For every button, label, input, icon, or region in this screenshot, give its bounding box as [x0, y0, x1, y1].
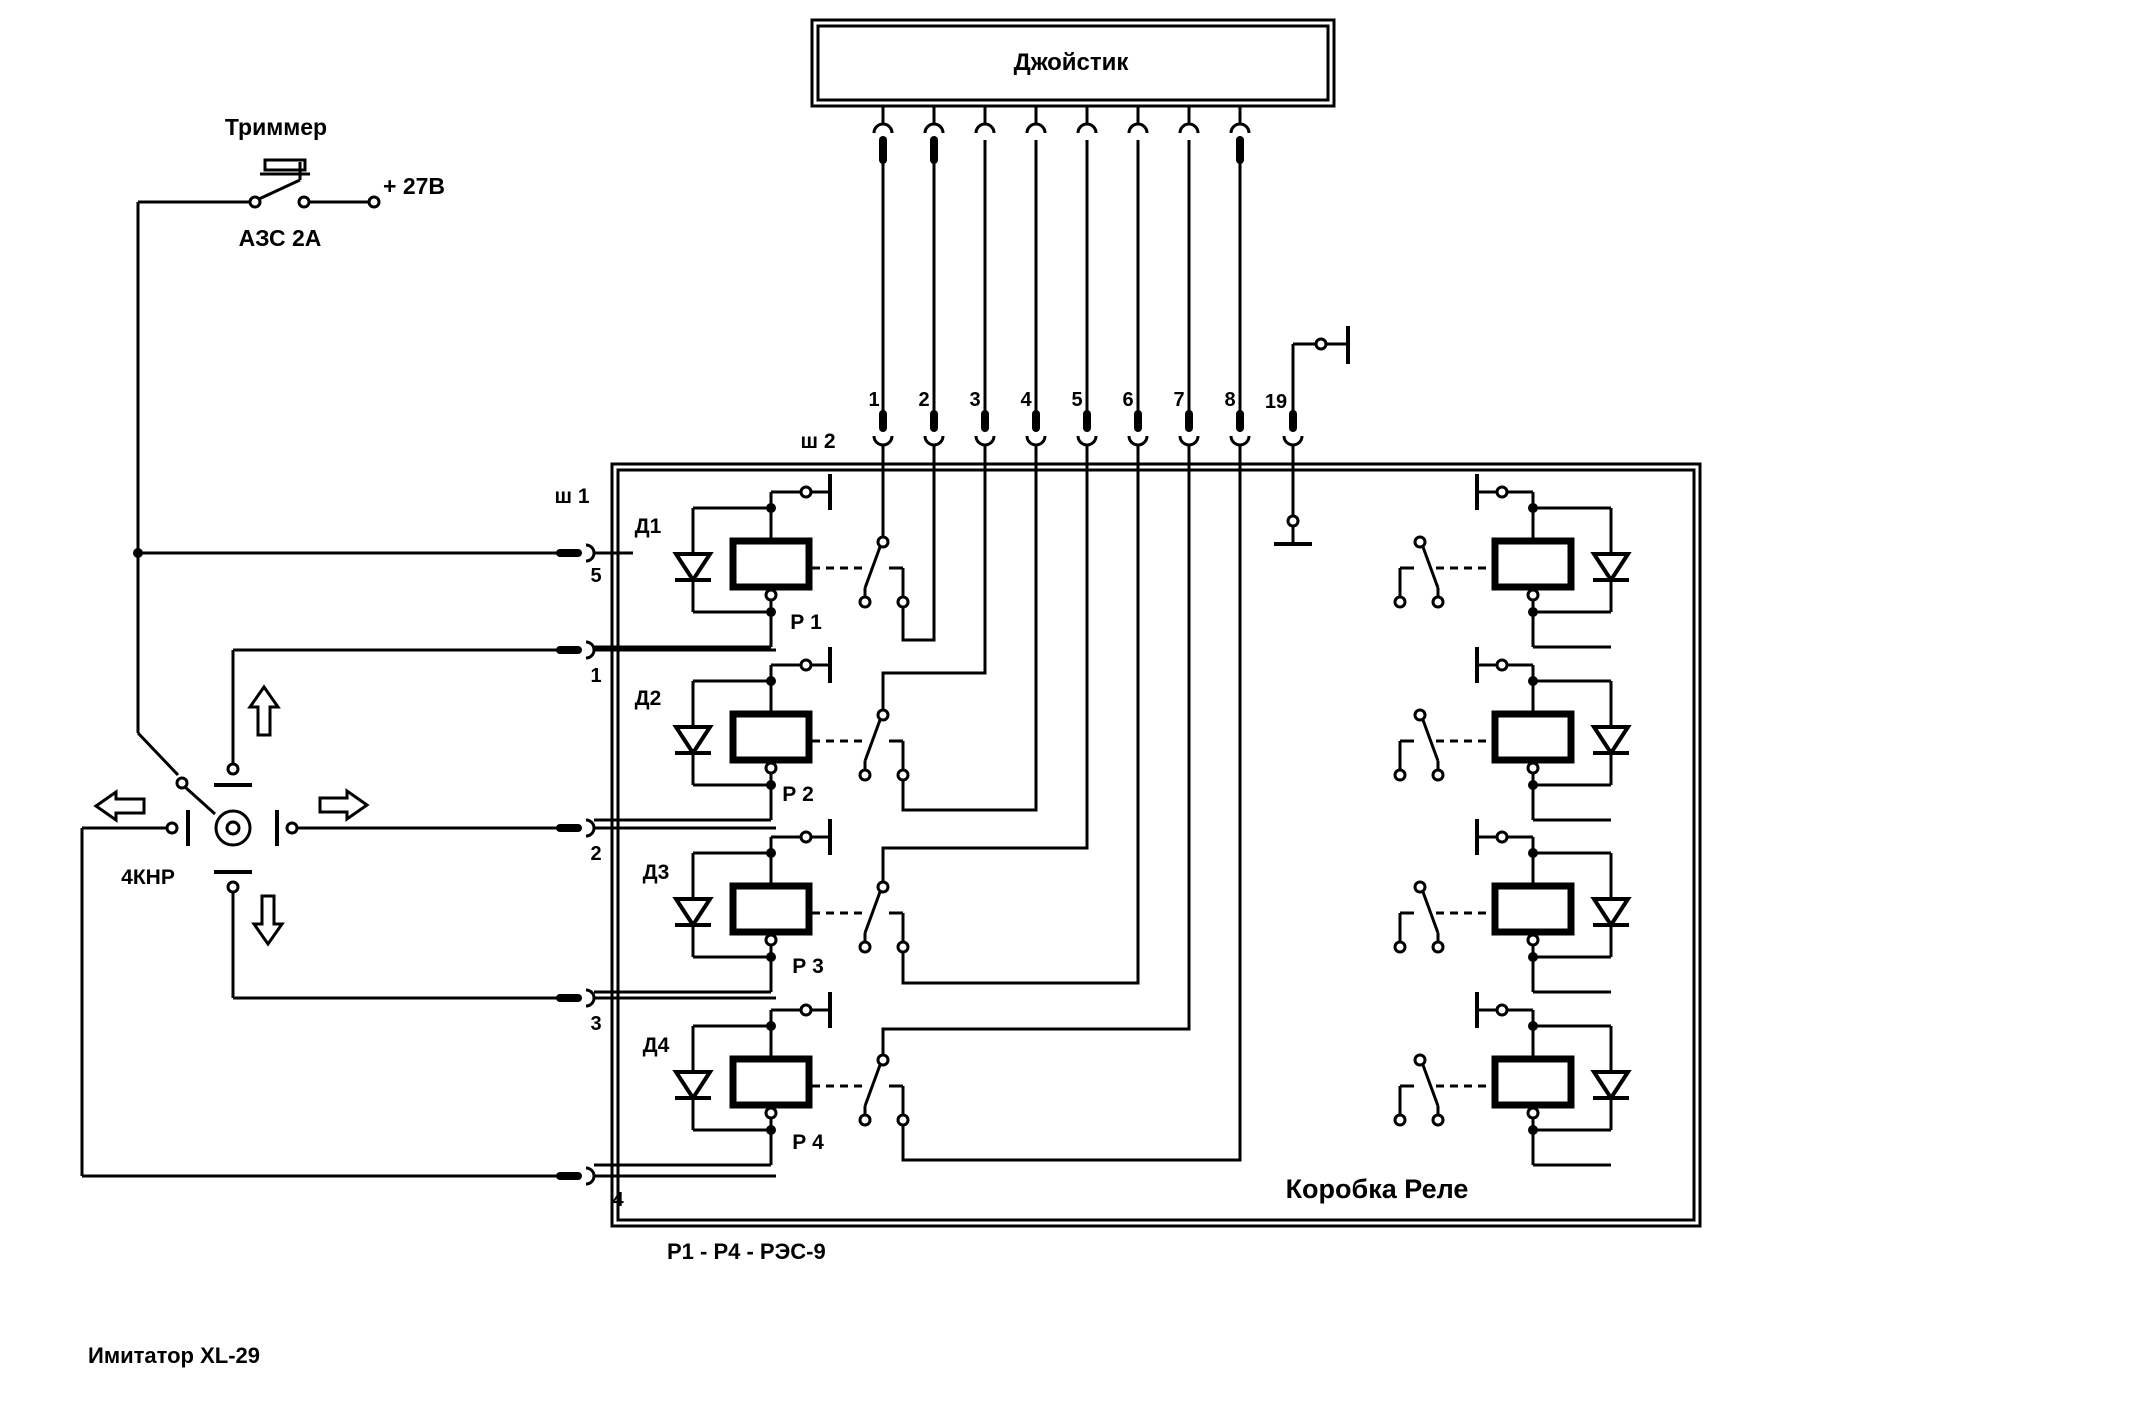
relay-channels	[594, 474, 910, 1167]
diode-icon	[672, 552, 714, 584]
diode-icon	[1590, 1070, 1632, 1102]
arrow-down-icon	[251, 894, 285, 947]
spare-relay-channels	[1393, 474, 1632, 1167]
joystick-label: Джойстик	[1014, 49, 1130, 76]
sh1-pin: 4	[556, 1166, 776, 1211]
svg-text:6: 6	[1122, 389, 1133, 411]
relay-coil-icon	[1491, 537, 1575, 591]
sh1-pin: 2	[556, 818, 776, 865]
joystick-block: Джойстик	[810, 18, 1336, 108]
relay-box: Коробка Реле	[610, 462, 1702, 1228]
relay-label: Р 3	[792, 955, 824, 978]
hat-switch-label: 4КНР	[121, 866, 175, 889]
relay-label: Р 1	[790, 611, 822, 634]
diode-icon	[672, 725, 714, 757]
spare-relay-channel	[1393, 992, 1632, 1167]
relay-channel	[594, 992, 910, 1167]
sh2-pin: 19	[1265, 326, 1350, 447]
svg-text:1: 1	[590, 665, 601, 687]
relay-coil-icon	[729, 710, 813, 764]
sh1-pin: 1	[556, 640, 776, 687]
spare-relay-channel	[1393, 819, 1632, 994]
relay-coil-icon	[1491, 710, 1575, 764]
trimmer-feed-wire	[133, 202, 572, 777]
relay-type-note: Р1 - Р4 - РЭС-9	[667, 1239, 826, 1264]
diode-icon	[1590, 552, 1632, 584]
relay-coil-icon	[1491, 1055, 1575, 1109]
arrow-up-icon	[247, 684, 281, 737]
diode-label: Д1	[635, 515, 662, 538]
connector-sh1: ш 1 5 1 2 3 4	[554, 485, 776, 1211]
sh2-pin: 2	[918, 106, 945, 447]
relay-box-label: Коробка Реле	[1286, 1174, 1469, 1204]
trimmer-breaker: Триммер АЗС 2А + 27В	[138, 114, 445, 251]
sh2-pin: 7	[1173, 106, 1200, 447]
sh1-label: ш 1	[554, 485, 589, 508]
svg-text:5: 5	[1071, 389, 1082, 411]
spare-relay-channel	[1393, 647, 1632, 822]
sh2-pin: 1	[868, 106, 894, 447]
sh2-pin: 3	[969, 106, 996, 447]
svg-text:7: 7	[1173, 389, 1184, 411]
breaker-label: АЗС 2А	[239, 225, 322, 251]
relay-coil-icon	[729, 1055, 813, 1109]
relay-coil-icon	[1491, 882, 1575, 936]
sh1-pin: 5	[556, 543, 633, 587]
relay-channel	[594, 474, 910, 649]
relay-labels: Д1 Д2 Д3 Д4 Р 1 Р 2 Р 3 Р 4	[635, 515, 824, 1154]
svg-text:1: 1	[868, 389, 879, 411]
relay-coil-icon	[729, 882, 813, 936]
relay-label: Р 4	[792, 1131, 824, 1154]
diode-icon	[1590, 897, 1632, 929]
svg-text:4: 4	[612, 1189, 624, 1211]
sh1-pin: 3	[556, 988, 776, 1035]
arrow-right-icon	[318, 788, 370, 822]
diode-label: Д2	[635, 687, 662, 710]
svg-text:2: 2	[590, 843, 601, 865]
svg-text:3: 3	[590, 1013, 601, 1035]
relay-label: Р 2	[782, 783, 814, 806]
sh2-label: ш 2	[800, 430, 835, 453]
spare-relay-channel	[1393, 474, 1632, 649]
svg-text:5: 5	[590, 565, 601, 587]
sh2-to-relays-wiring	[881, 444, 1242, 1162]
svg-text:19: 19	[1265, 391, 1287, 413]
svg-text:4: 4	[1020, 389, 1032, 411]
relay-channel	[594, 819, 910, 994]
svg-text:3: 3	[969, 389, 980, 411]
hat-switch-4knr: 4КНР	[80, 648, 572, 1178]
diode-label: Д3	[643, 861, 670, 884]
relay-coil-icon	[729, 537, 813, 591]
diode-label: Д4	[643, 1034, 670, 1057]
sh2-pin: 8	[1224, 106, 1251, 447]
relay-channel	[594, 647, 910, 822]
diode-icon	[672, 1070, 714, 1102]
supply-label: + 27В	[383, 173, 445, 199]
trimmer-label: Триммер	[225, 114, 327, 140]
diode-icon	[1590, 725, 1632, 757]
sh2-pin: 4	[1020, 106, 1047, 447]
diagram-title: Имитатор XL-29	[88, 1343, 260, 1368]
arrow-left-icon	[93, 789, 146, 823]
svg-text:2: 2	[918, 389, 929, 411]
diode-icon	[672, 897, 714, 929]
sh2-pin: 5	[1071, 106, 1098, 447]
ground-icon	[1274, 444, 1312, 546]
svg-text:8: 8	[1224, 389, 1235, 411]
sh2-pin: 6	[1122, 106, 1149, 447]
connector-sh2: ш 2 1 2 3	[800, 106, 1350, 546]
